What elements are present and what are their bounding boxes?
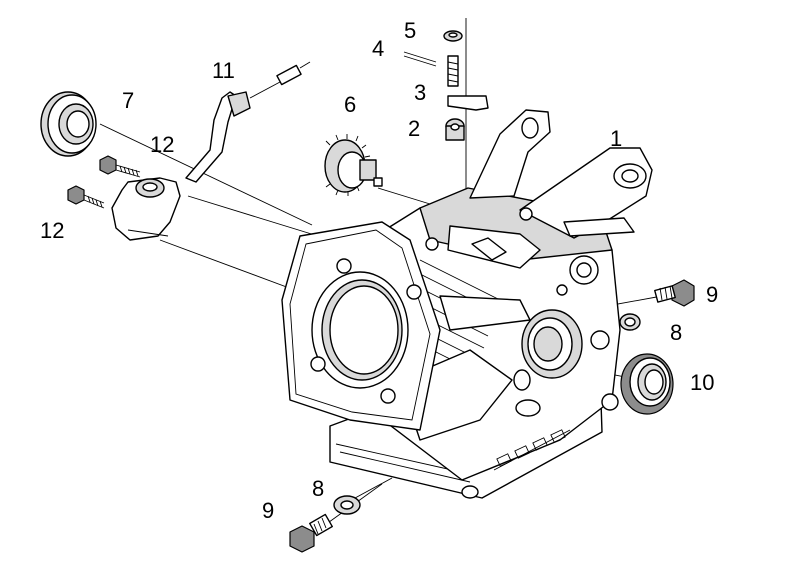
callout-labels: 1 2 3 4 5 6 7 8 8 9 9 10 11 12 12: [40, 18, 718, 523]
bearing-part: [40, 91, 97, 157]
callout-11: 11: [212, 58, 235, 83]
callout-12-upper: 12: [150, 132, 174, 157]
governor-parts: [403, 30, 489, 141]
callout-6: 6: [344, 92, 356, 117]
callout-9-upper: 9: [706, 282, 718, 307]
drain-bolt-part-lower: [289, 513, 333, 553]
callout-7: 7: [122, 88, 134, 113]
callout-12-lower: 12: [40, 218, 64, 243]
callout-8-upper: 8: [670, 320, 682, 345]
callout-10: 10: [690, 370, 714, 395]
callout-5: 5: [404, 18, 416, 43]
callout-8-lower: 8: [312, 476, 324, 501]
oil-seal-part: [620, 353, 674, 415]
callout-9-lower: 9: [262, 498, 274, 523]
callout-2: 2: [408, 116, 420, 141]
crankcase-part: [281, 109, 653, 499]
bolt-part-lower: [67, 185, 105, 209]
bolt-part-upper: [99, 155, 141, 178]
washer-part-lower: [333, 495, 361, 515]
callout-1: 1: [610, 126, 622, 151]
callout-3: 3: [414, 80, 426, 105]
washer-part-upper: [619, 313, 641, 331]
fitting-assembly-part: [111, 61, 311, 241]
gear-part: [324, 134, 383, 196]
drain-bolt-part-upper: [654, 279, 695, 307]
callout-4: 4: [372, 36, 384, 61]
